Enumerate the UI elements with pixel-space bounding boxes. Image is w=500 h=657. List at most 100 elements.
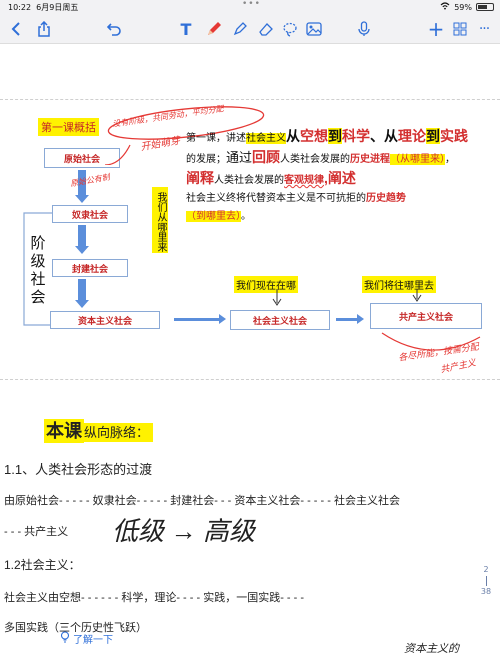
section-heading: 1.2社会主义：	[4, 558, 81, 572]
learn-more-link[interactable]: 了解一下	[60, 631, 113, 646]
para-keyword: ,阐述	[324, 170, 356, 186]
para-keyword: 空想	[300, 128, 328, 144]
highlighter-icon[interactable]	[230, 19, 250, 39]
origin-question-label: 我们从哪里来	[152, 187, 168, 253]
text-icon[interactable]: T	[180, 19, 192, 39]
page-total: 38	[480, 587, 492, 596]
status-right: 59%	[440, 2, 494, 12]
notes-line: 多国实践（三个历史性飞跃）	[4, 622, 147, 634]
microphone-icon[interactable]	[354, 19, 374, 39]
para-keyword: 理论	[398, 128, 426, 144]
multitask-dots-icon[interactable]: •••	[242, 0, 261, 9]
page-divider	[0, 99, 500, 100]
para-keyword: 阐释	[186, 170, 214, 186]
node-socialist-society: 社会主义社会	[230, 310, 330, 330]
down-arrow-thin	[272, 289, 282, 306]
class-society-bracket	[23, 212, 52, 326]
para-highlight: （到哪里去）	[186, 211, 241, 222]
note-page[interactable]: 第一课概括 原始社会 奴隶社会 封建社会 资本主义社会 社会主义社会 共产主义社…	[0, 45, 500, 657]
now-label: 我们现在在哪	[234, 276, 298, 293]
para-text: 社会主义终将代替资本主义是不可抗拒的	[186, 193, 366, 204]
para-highlight: 到	[328, 128, 342, 144]
wifi-icon	[440, 2, 450, 12]
notes-heading: 本课纵向脉络：	[44, 417, 154, 443]
handwritten-note: 原始公有制	[69, 172, 111, 189]
vertical-char: 阶	[30, 236, 46, 252]
status-date: 6月9日周五	[36, 3, 79, 12]
notes-line: 社会主义由空想- - - - - - 科学，理论- - - - 实践，一国实践-…	[4, 592, 305, 604]
diagram-title: 第一课概括	[38, 118, 99, 136]
para-text: ，	[445, 154, 456, 165]
battery-icon	[476, 3, 494, 11]
para-text: 讲述	[226, 133, 246, 144]
image-icon[interactable]	[304, 19, 324, 39]
down-arrow	[75, 225, 89, 254]
para-keyword: 历史进程	[350, 154, 391, 165]
para-line: （到哪里去）。	[186, 208, 494, 226]
node-feudal-society: 封建社会	[52, 259, 128, 277]
node-primitive-society: 原始社会	[44, 148, 120, 168]
para-text: 通过	[226, 150, 253, 165]
down-arrow	[75, 170, 89, 203]
lesson-summary-paragraph: 第一课，讲述社会主义从空想到科学、从理论到实践 的发展；通过回顾人类社会发展的历…	[186, 127, 494, 226]
page-indicator[interactable]: 2 38	[478, 565, 494, 597]
learn-more-label: 了解一下	[73, 635, 113, 646]
node-slave-society: 奴隶社会	[52, 205, 128, 223]
down-arrow-thin	[412, 289, 422, 302]
future-label: 我们将往哪里去	[362, 276, 436, 293]
notes-line: 由原始社会- - - - - 奴隶社会- - - - - 封建社会- - - 资…	[4, 495, 400, 507]
right-arrow	[174, 314, 226, 324]
down-arrow	[75, 279, 89, 308]
page-current: 2	[483, 565, 489, 574]
node-capitalist-society: 资本主义社会	[50, 311, 160, 329]
page-divider	[0, 379, 500, 380]
vertical-char: 级	[30, 254, 46, 270]
para-text: 人类社会发展的	[214, 175, 284, 186]
section-heading: 1.1、人类社会形态的过渡	[4, 462, 153, 477]
more-icon[interactable]: ···	[478, 21, 490, 37]
para-line: 的发展；通过回顾人类社会发展的历史进程（从哪里来），	[186, 148, 494, 169]
para-keyword: 历史趋势	[366, 193, 406, 204]
handwritten-note: 资本主义的	[404, 643, 459, 655]
notes-heading-main: 本课	[44, 419, 84, 443]
para-text: 从	[286, 128, 300, 144]
handwritten-annotation	[381, 332, 481, 351]
para-text: 。	[241, 211, 251, 222]
notes-line: - - - 共产主义	[4, 526, 69, 538]
page-separator	[485, 576, 487, 586]
grid-icon[interactable]	[450, 19, 470, 39]
para-keyword: 实践	[440, 128, 468, 144]
lasso-icon[interactable]	[280, 19, 300, 39]
handwritten-note: 低级 → 高级	[112, 517, 256, 546]
battery-percent: 59%	[454, 2, 472, 12]
para-highlight: （从哪里来）	[390, 154, 446, 165]
eraser-icon[interactable]	[256, 19, 276, 39]
vertical-char: 会	[30, 290, 46, 306]
para-keyword: 客观规律	[284, 175, 324, 186]
plus-icon[interactable]: +	[427, 17, 445, 41]
chevron-left-icon[interactable]	[6, 19, 26, 39]
para-line: 社会主义终将代替资本主义是不可抗拒的历史趋势	[186, 190, 494, 208]
para-text: 、从	[370, 128, 398, 144]
notes-heading-sub: 纵向脉络：	[84, 423, 154, 442]
para-text: 的发展；	[186, 154, 226, 165]
status-bar: 10:22 6月9日周五 ••• 59%	[0, 0, 500, 14]
node-communist-society: 共产主义社会	[370, 303, 482, 329]
class-society-label: 阶 级 社 会	[28, 235, 48, 307]
para-text: 第一课，	[186, 133, 226, 144]
undo-icon[interactable]	[104, 19, 124, 39]
share-icon[interactable]	[34, 19, 54, 39]
toolbar: T + ···	[0, 14, 500, 44]
para-text: 人类社会发展的	[280, 154, 351, 165]
para-keyword: 科学	[342, 128, 370, 144]
para-line: 阐释人类社会发展的客观规律,阐述	[186, 169, 494, 190]
pen-icon[interactable]	[204, 19, 224, 39]
vertical-char: 社	[30, 272, 46, 288]
para-highlight: 社会主义	[246, 133, 286, 144]
status-time: 10:22	[8, 3, 32, 12]
para-line: 第一课，讲述社会主义从空想到科学、从理论到实践	[186, 127, 494, 148]
lightbulb-icon	[60, 631, 70, 646]
handwritten-annotation	[104, 106, 265, 165]
para-highlight: 到	[426, 128, 440, 144]
para-keyword: 回顾	[252, 149, 281, 165]
